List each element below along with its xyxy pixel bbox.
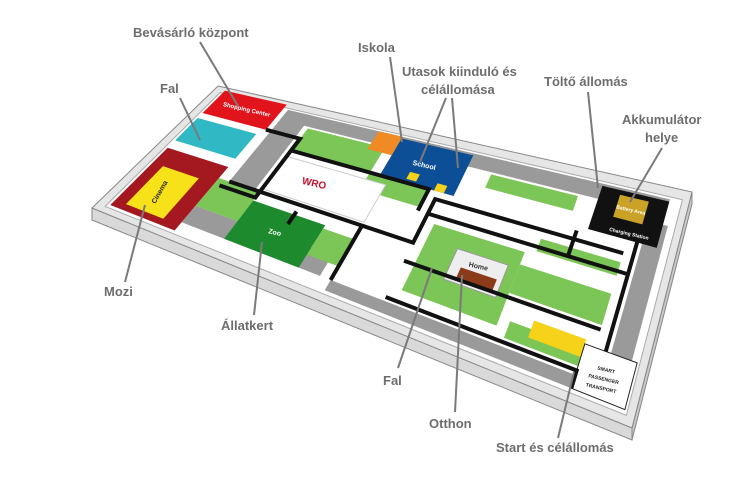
road-bottom: [324, 280, 597, 397]
passenger-marker: [406, 171, 420, 182]
annotation-leader-line: [454, 274, 463, 413]
orange-area: [367, 131, 403, 156]
parking-yellow: [528, 320, 587, 358]
shopping-center: [202, 90, 287, 130]
label-battery-line1: Akkumulátor: [622, 112, 702, 127]
black-line: [384, 295, 580, 389]
label-school: Iskola: [358, 40, 395, 55]
passenger-marker: [433, 183, 448, 194]
grass-patch: [485, 174, 579, 211]
black-line: [403, 258, 602, 332]
label-shopping-center: Bevásárló központ: [133, 25, 249, 40]
black-line: [218, 127, 304, 200]
road-left: [224, 109, 312, 196]
black-line: [566, 229, 579, 257]
annotation-leader-line: [629, 147, 663, 203]
label-passengers-line2: célállomása: [421, 82, 495, 97]
zoo-text: Zoo: [268, 228, 282, 238]
black-line: [286, 210, 299, 226]
grass-patch: [503, 321, 594, 371]
label-battery-line2: helye: [645, 130, 679, 145]
annotation-leader-line: [179, 97, 201, 141]
label-zoo: Állatkert: [221, 318, 274, 333]
black-line: [290, 148, 432, 212]
annotation-leader-line: [199, 41, 239, 107]
battery-area: [613, 194, 649, 225]
annotation-leader-line: [419, 97, 447, 163]
black-line: [361, 196, 624, 256]
road-right: [607, 221, 668, 375]
annotation-leader-line: [397, 267, 433, 369]
label-wall-bottom: Fal: [383, 373, 402, 388]
start-box-text: SMART: [597, 366, 616, 376]
black-line: [427, 211, 629, 277]
zoo: [224, 200, 326, 268]
label-wall-top: Fal: [160, 81, 179, 96]
annotation-leader-line: [253, 241, 263, 316]
annotation-leader-line: [124, 204, 146, 283]
annotation-leader-line: [587, 91, 599, 189]
wro-logo: WRO: [301, 176, 328, 192]
annotation-leader-line: [451, 97, 459, 169]
label-cinema: Mozi: [104, 284, 133, 299]
grass-patch: [509, 264, 612, 326]
annotation-leader-line: [557, 371, 575, 439]
label-home: Otthon: [429, 416, 472, 431]
annotation-leader-line: [389, 56, 403, 143]
black-line: [603, 237, 641, 352]
grass-patch: [359, 172, 429, 208]
label-charging-station: Töltő állomás: [544, 74, 628, 89]
grass-patch: [195, 178, 260, 222]
grass-patch: [291, 128, 386, 173]
home-bed: [455, 267, 497, 292]
home-text: Home: [468, 262, 489, 273]
label-start-finish: Start és célállomás: [496, 440, 614, 455]
label-passengers-line1: Utasok kiinduló és: [402, 64, 517, 79]
